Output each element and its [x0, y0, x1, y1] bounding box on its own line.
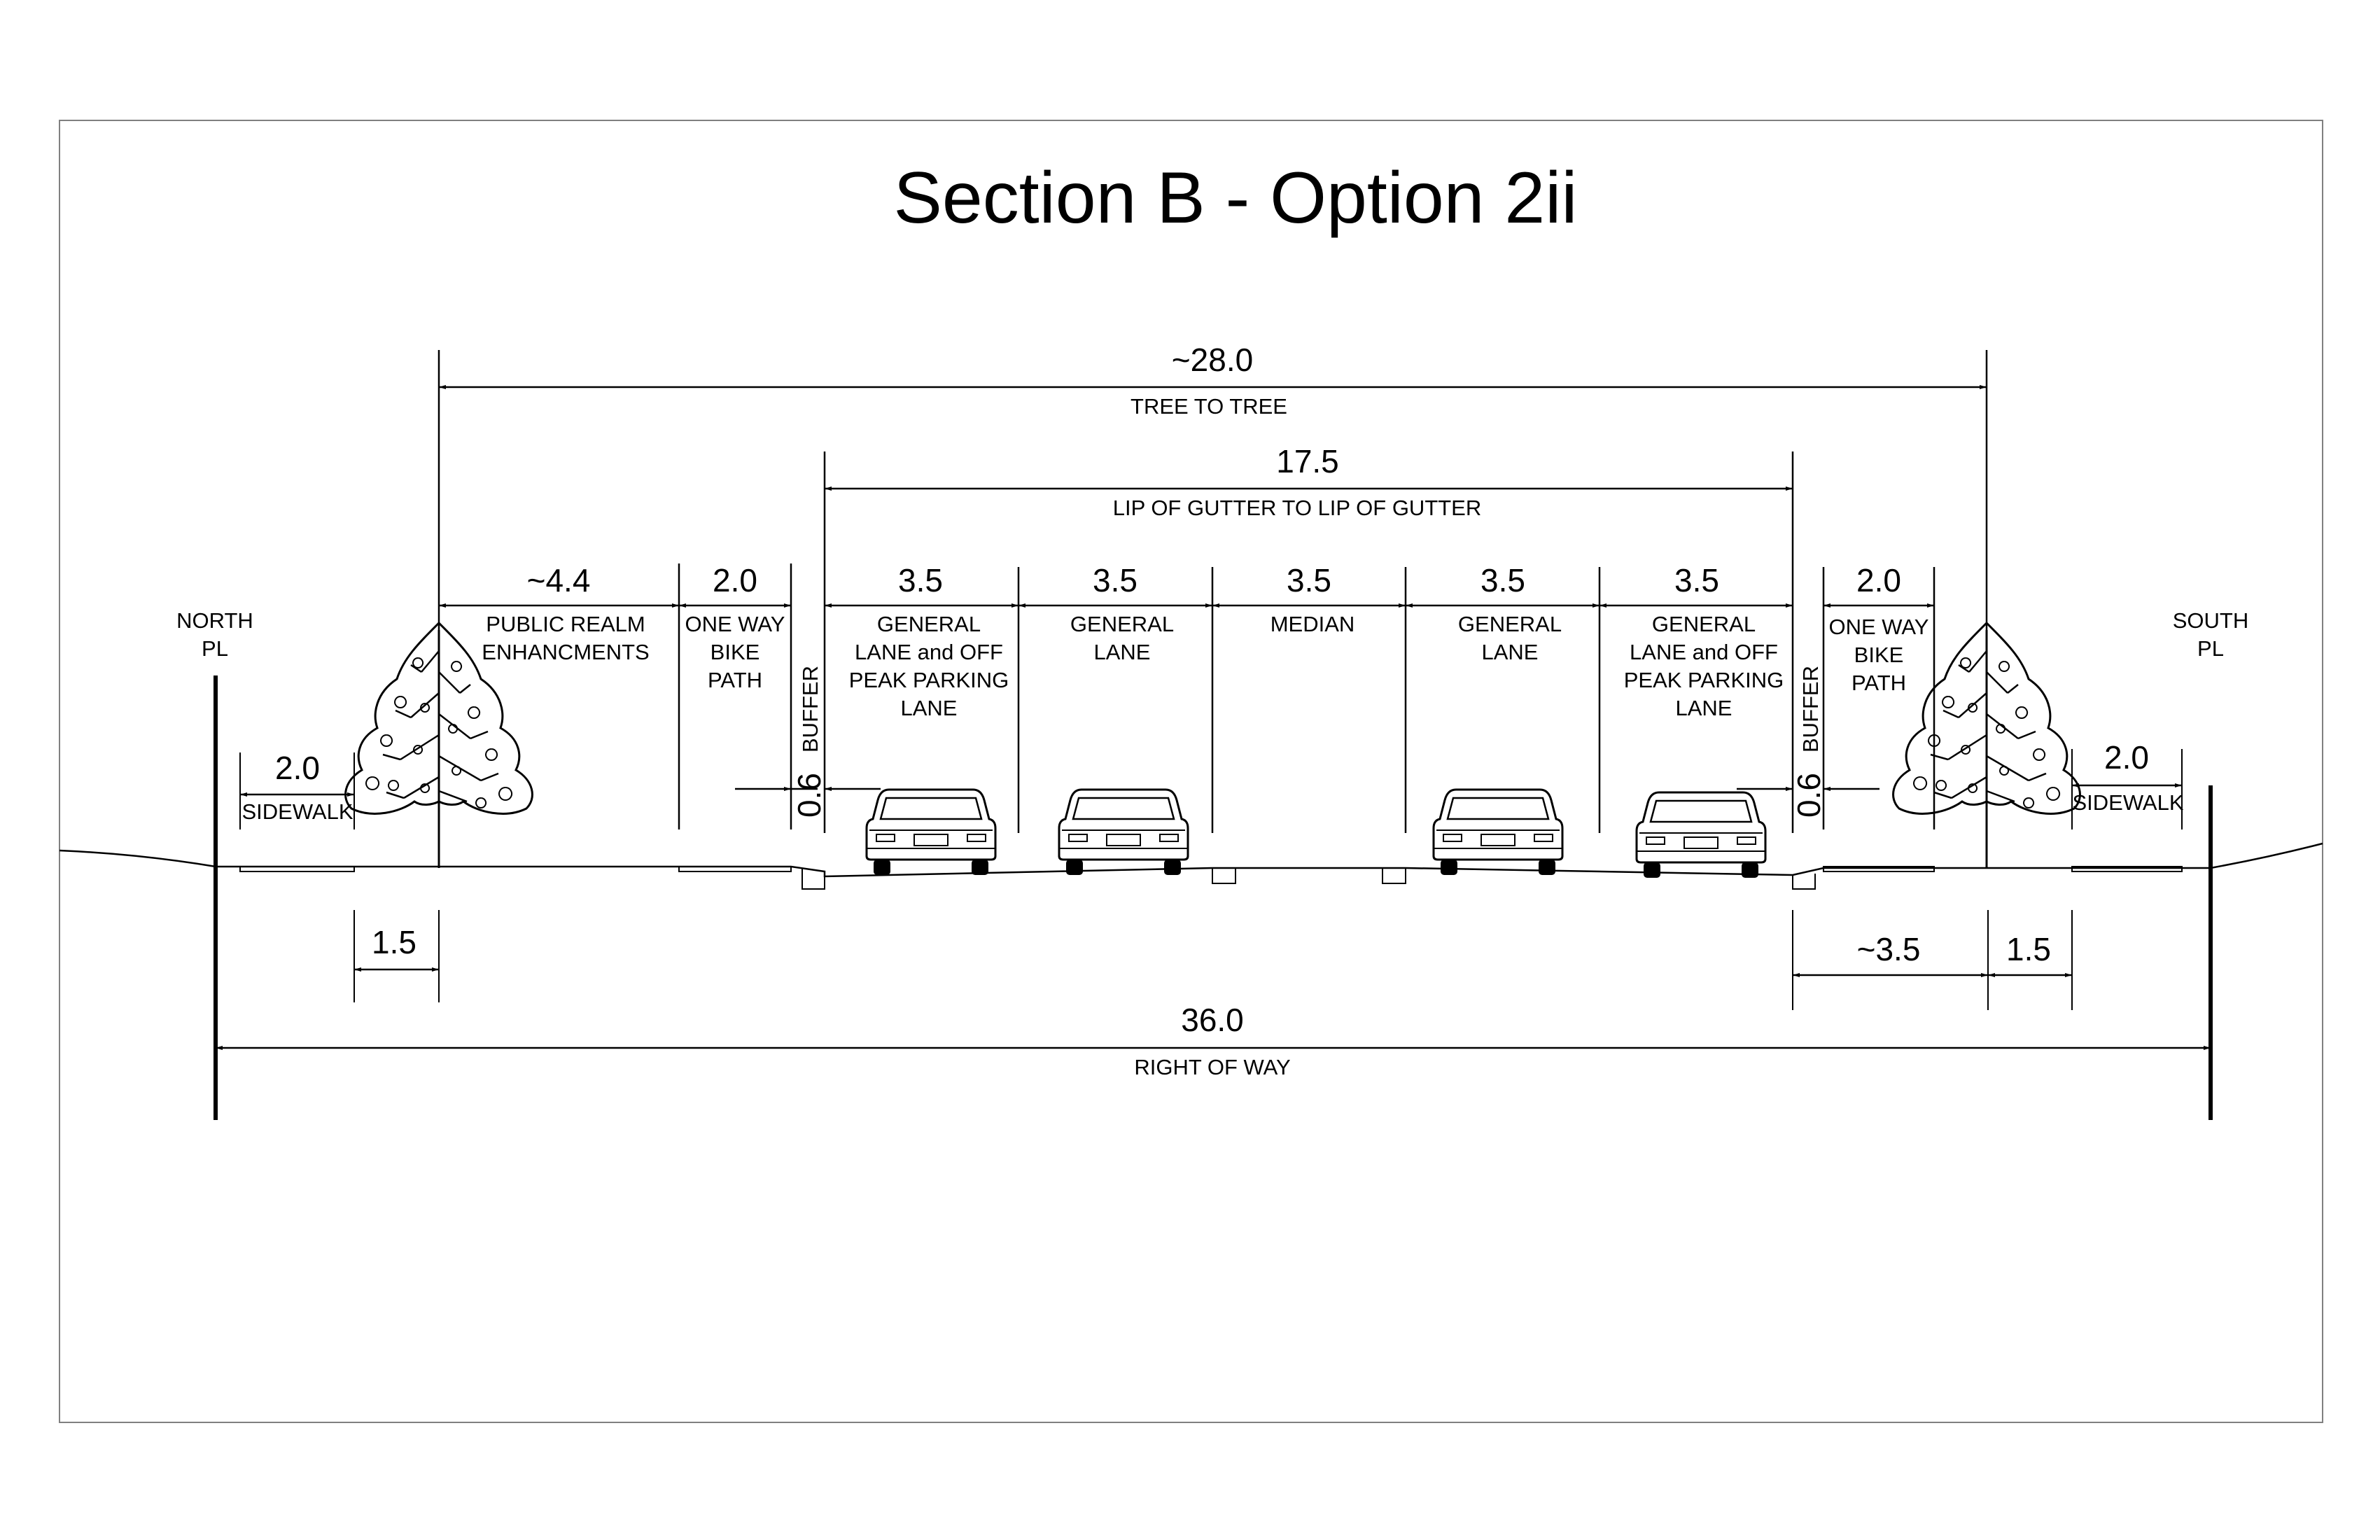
lane-5-label-1: GENERAL	[1652, 612, 1756, 636]
south-bike-path-label-2: BIKE	[1854, 643, 1904, 667]
south-buffer: BUFFER 0.6	[1737, 666, 1879, 818]
north-buffer: BUFFER 0.6	[735, 666, 881, 818]
car-lane-5-icon	[1635, 791, 1767, 879]
right-of-way-dimension: 36.0 RIGHT OF WAY	[216, 1002, 2211, 1079]
car-lane-2-icon	[1058, 788, 1189, 876]
public-realm-label-2: ENHANCMENTS	[482, 640, 649, 664]
south-bike-path-label-3: PATH	[1851, 671, 1906, 695]
north-bike-path-value: 2.0	[713, 562, 757, 598]
south-property-line: SOUTH PL	[2173, 608, 2249, 1120]
south-bike-path-value: 2.0	[1856, 562, 1901, 598]
north-pl-label-1: NORTH	[176, 608, 253, 633]
drawing-border	[59, 120, 2323, 1423]
south-curb-to-tree-value: ~3.5	[1857, 931, 1921, 967]
north-sidewalk-label: SIDEWALK	[241, 799, 353, 824]
south-pl-label-1: SOUTH	[2173, 608, 2249, 633]
lane-5-label-3: PEAK PARKING	[1624, 668, 1784, 692]
north-sidewalk-value: 2.0	[275, 750, 320, 786]
car-lane-4-icon	[1432, 788, 1564, 876]
gutter-value: 17.5	[1276, 443, 1339, 479]
lane-1-label-2: LANE and OFF	[855, 640, 1003, 664]
gutter-dimension: 17.5 LIP OF GUTTER TO LIP OF GUTTER	[823, 443, 1794, 833]
north-sidewalk: 2.0 SIDEWALK	[239, 750, 355, 830]
lane-2-label-1: GENERAL	[1070, 612, 1174, 636]
car-lane-1-icon	[865, 788, 997, 876]
north-bike-path-label-2: BIKE	[710, 640, 760, 664]
lane-5-value: 3.5	[1674, 562, 1719, 598]
north-tree-offset-dimension: 1.5	[354, 910, 440, 1002]
lane-4-label-1: GENERAL	[1458, 612, 1562, 636]
north-pl-label-2: PL	[202, 636, 228, 661]
median-label: MEDIAN	[1270, 612, 1355, 636]
lane-1-label-3: PEAK PARKING	[849, 668, 1009, 692]
tree-to-tree-value: ~28.0	[1172, 342, 1253, 378]
south-sidewalk-value: 2.0	[2104, 739, 2149, 776]
tree-to-tree-dimension: ~28.0 TREE TO TREE	[438, 342, 1988, 868]
south-bike-path-label-1: ONE WAY	[1829, 615, 1929, 639]
median-value: 3.5	[1287, 562, 1331, 598]
segment-dimensions: ~4.4 PUBLIC REALM ENHANCMENTS 2.0 ONE WA…	[439, 562, 1935, 833]
south-tree-offset-value: 1.5	[2006, 931, 2051, 967]
north-buffer-label: BUFFER	[798, 666, 822, 752]
south-sidewalk: 2.0 SIDEWALK	[2071, 739, 2184, 830]
lane-1-value: 3.5	[898, 562, 943, 598]
lane-1-label-1: GENERAL	[877, 612, 981, 636]
right-of-way-label: RIGHT OF WAY	[1134, 1055, 1290, 1079]
lane-4-label-2: LANE	[1482, 640, 1539, 664]
south-buffer-value: 0.6	[1791, 773, 1827, 818]
south-tree-icon	[1892, 622, 2081, 869]
lane-2-label-2: LANE	[1094, 640, 1151, 664]
lane-1-label-4: LANE	[901, 696, 958, 720]
south-pl-label-2: PL	[2197, 636, 2224, 661]
public-realm-value: ~4.4	[527, 562, 591, 598]
lane-4-value: 3.5	[1480, 562, 1525, 598]
south-sidewalk-label: SIDEWALK	[2072, 790, 2183, 815]
gutter-label: LIP OF GUTTER TO LIP OF GUTTER	[1113, 496, 1482, 520]
north-tree-offset-value: 1.5	[372, 924, 416, 960]
public-realm-label-1: PUBLIC REALM	[486, 612, 645, 636]
north-buffer-value: 0.6	[791, 773, 827, 818]
north-property-line: NORTH PL	[176, 608, 253, 1120]
north-bike-path-label-3: PATH	[708, 668, 762, 692]
south-curb-to-tree-dimension: ~3.5	[1792, 910, 1989, 1010]
lane-5-label-4: LANE	[1676, 696, 1732, 720]
south-tree-offset-dimension: 1.5	[1988, 910, 2073, 1010]
ground-profile	[59, 842, 2323, 890]
north-bike-path-label-1: ONE WAY	[685, 612, 785, 636]
right-of-way-value: 36.0	[1181, 1002, 1244, 1038]
lane-5-label-2: LANE and OFF	[1630, 640, 1778, 664]
tree-to-tree-label: TREE TO TREE	[1130, 394, 1287, 419]
section-title: Section B - Option 2ii	[894, 158, 1578, 239]
lane-2-value: 3.5	[1093, 562, 1138, 598]
south-buffer-label: BUFFER	[1798, 666, 1823, 752]
